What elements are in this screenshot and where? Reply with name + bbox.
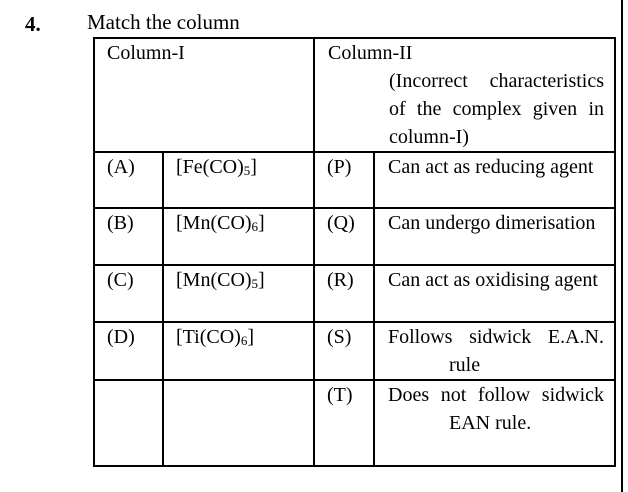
question-text: Match the column <box>87 10 240 34</box>
label-d: (D) <box>93 321 164 381</box>
empty-cell <box>93 379 164 467</box>
column-2-subtitle: (Incorrect characteristics of the comple… <box>389 70 604 148</box>
label-t: (T) <box>313 379 375 467</box>
desc-s: Follows sidwick E.A.N. rule <box>373 321 616 381</box>
label-q: (Q) <box>313 207 375 266</box>
table-row: (B) [Mn(CO)6] (Q) Can undergo dimerisati… <box>93 207 616 266</box>
desc-q: Can undergo dimerisation <box>373 207 616 266</box>
table-row: (D) [Ti(CO)6] (S) Follows sidwick E.A.N.… <box>93 321 616 381</box>
label-a: (A) <box>93 151 164 209</box>
formula-c: [Mn(CO)5] <box>162 264 315 323</box>
column-2-header: Column-II (Incorrect characteristics of t… <box>313 37 616 153</box>
label-r: (R) <box>313 264 375 323</box>
formula-a: [Fe(CO)5] <box>162 151 315 209</box>
column-2-title: Column-II <box>328 42 413 64</box>
label-b: (B) <box>93 207 164 266</box>
table-row: (T) Does not follow sidwick EAN rule. <box>93 379 616 467</box>
match-table: Column-I Column-II (Incorrect characteris… <box>93 37 616 467</box>
table-row: (A) [Fe(CO)5] (P) Can act as reducing ag… <box>93 151 616 209</box>
header-row: Column-I Column-II (Incorrect characteris… <box>93 37 616 153</box>
column-1-header: Column-I <box>93 37 315 153</box>
empty-cell <box>162 379 315 467</box>
page-border <box>621 0 623 492</box>
label-c: (C) <box>93 264 164 323</box>
desc-t: Does not follow sidwick EAN rule. <box>373 379 616 467</box>
desc-p: Can act as reducing agent <box>373 151 616 209</box>
desc-r: Can act as oxidising agent <box>373 264 616 323</box>
label-s: (S) <box>313 321 375 381</box>
formula-d: [Ti(CO)6] <box>162 321 315 381</box>
table-row: (C) [Mn(CO)5] (R) Can act as oxidising a… <box>93 264 616 323</box>
question-number: 4. <box>25 12 41 36</box>
formula-b: [Mn(CO)6] <box>162 207 315 266</box>
label-p: (P) <box>313 151 375 209</box>
